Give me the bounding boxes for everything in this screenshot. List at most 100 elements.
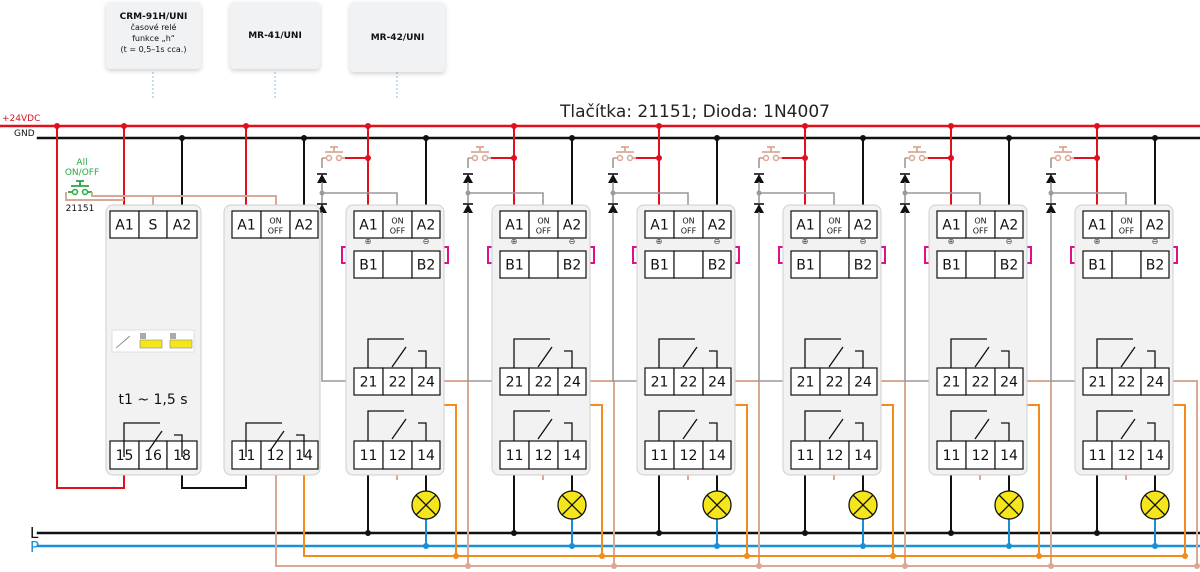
- plus-marker: ⊕: [802, 237, 809, 246]
- terminal-22-cell: [965, 367, 996, 396]
- terminal-a1: A1: [359, 218, 377, 234]
- terminal-a2-cell: [1140, 210, 1170, 239]
- terminal-b2-cell: [702, 250, 732, 279]
- terminal-blank: [673, 250, 704, 279]
- timing-pictogram-pulse: [140, 333, 146, 339]
- terminal-14: 14: [1000, 448, 1018, 464]
- junction-dot: [179, 135, 185, 141]
- all-button-label: All: [76, 158, 87, 168]
- junction-dot: [1152, 135, 1158, 141]
- lamp-cross-b: [852, 494, 874, 516]
- wire-24-tan: [1169, 380, 1198, 566]
- terminal-24-cell: [994, 367, 1024, 396]
- terminal-14: 14: [1146, 448, 1164, 464]
- terminal-b1: B1: [1088, 258, 1107, 274]
- relay-contact-2-blade: [391, 346, 407, 368]
- terminal-14-cell: [702, 440, 732, 470]
- junction-dot: [511, 155, 517, 161]
- terminal-22-cell: [673, 367, 704, 396]
- junction-dot: [121, 123, 127, 129]
- junction-dot: [511, 123, 517, 129]
- relay-contact-1-no: [855, 422, 864, 445]
- wire-diode-21: [612, 212, 645, 382]
- relay-contact-2-frame: [804, 338, 841, 373]
- all-button-label: ON/OFF: [65, 168, 99, 178]
- junction-dot: [802, 155, 808, 161]
- terminal-a1-cell: [499, 210, 530, 239]
- diode-off-body: [754, 204, 764, 213]
- diode-on-body: [463, 174, 473, 183]
- on-label: ON: [391, 217, 403, 226]
- all-on-off-button-contact-l: [71, 188, 79, 196]
- lamp-cross-b: [706, 494, 728, 516]
- junction-dot: [54, 123, 60, 129]
- junction-dot: [948, 530, 954, 536]
- minus-marker: ⊖: [714, 237, 721, 246]
- terminal-12: 12: [1118, 448, 1136, 464]
- off-label: OFF: [681, 227, 697, 236]
- terminal-12: 12: [680, 448, 698, 464]
- relay-contact-1-blade: [682, 418, 698, 440]
- plus-marker: ⊕: [511, 237, 518, 246]
- terminal-21-cell: [353, 367, 384, 396]
- junction-dot: [511, 530, 517, 536]
- wire-timer-15-feed: [56, 126, 125, 489]
- terminal-14: 14: [417, 448, 435, 464]
- off-label: OFF: [268, 227, 284, 236]
- rail-24vdc-label: +24VDC: [2, 114, 40, 124]
- junction-dot: [860, 543, 866, 549]
- minus-marker: ⊖: [860, 237, 867, 246]
- local-button-contact-l: [616, 154, 624, 162]
- terminal-14: 14: [708, 448, 726, 464]
- local-button-contact-r: [626, 154, 634, 162]
- terminal-b2: B2: [708, 258, 727, 274]
- junction-dot: [365, 123, 371, 129]
- terminal-a1: A1: [505, 218, 523, 234]
- terminal-b2: B2: [1146, 258, 1165, 274]
- terminal-a1-cell: [644, 210, 675, 239]
- terminal-b1: B1: [505, 258, 524, 274]
- terminal-a2: A2: [173, 218, 191, 234]
- terminal-b2-cell: [1140, 250, 1170, 279]
- diode-on-body: [1046, 174, 1056, 183]
- local-button-contact-r: [772, 154, 780, 162]
- terminal-s-cell: [138, 210, 168, 239]
- terminal-22-cell: [382, 367, 413, 396]
- terminal-21-cell: [1082, 367, 1113, 396]
- junction-dot: [1006, 135, 1012, 141]
- terminal-21: 21: [797, 375, 815, 391]
- wire-diode-21: [1050, 212, 1083, 382]
- on-label: ON: [537, 217, 549, 226]
- terminal-15: 15: [116, 448, 134, 464]
- diode-on-body: [900, 174, 910, 183]
- off-label: OFF: [973, 227, 989, 236]
- relay-contact-1-frame: [513, 410, 550, 445]
- junction-dot: [714, 135, 720, 141]
- relay-contact-2-blade: [537, 346, 553, 368]
- terminal-11-cell: [936, 440, 967, 470]
- on-off-cell: [1111, 210, 1142, 239]
- diode-off-body: [900, 204, 910, 213]
- terminal-24-cell: [557, 367, 587, 396]
- all-button-code: 21151: [66, 204, 95, 214]
- terminal-b1-cell: [1082, 250, 1113, 279]
- wire-diode-21: [467, 212, 500, 382]
- terminal-a1: A1: [237, 218, 255, 234]
- wire-all-button: [65, 192, 124, 201]
- timing-pictogram-bar: [169, 339, 193, 349]
- relay-contact-2-blade: [682, 346, 698, 368]
- on-off-cell: [528, 210, 559, 239]
- terminal-b2: B2: [854, 258, 873, 274]
- lamp-cross-b: [998, 494, 1020, 516]
- junction-dot: [948, 123, 954, 129]
- terminal-11: 11: [1089, 448, 1107, 464]
- relay-contact-1-blade: [974, 418, 990, 440]
- terminal-14-cell: [1140, 440, 1170, 470]
- terminal-blank: [1111, 250, 1142, 279]
- terminal-a2-cell: [994, 210, 1024, 239]
- master-contact-frame: [245, 422, 282, 457]
- junction-dot: [243, 123, 249, 129]
- on-label: ON: [269, 217, 281, 226]
- terminal-b1-cell: [644, 250, 675, 279]
